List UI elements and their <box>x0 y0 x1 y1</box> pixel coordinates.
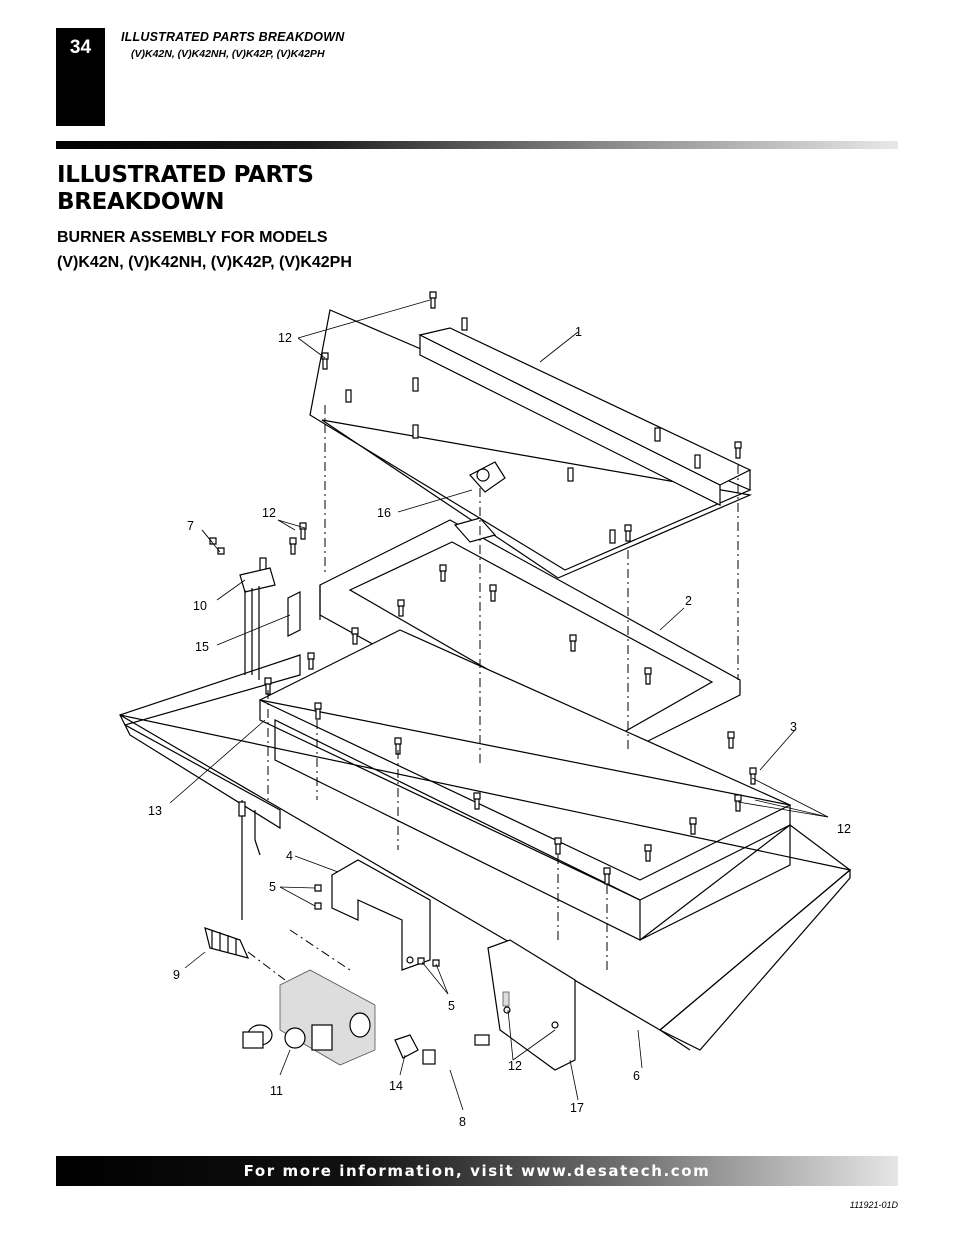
callout-17: 17 <box>570 1101 584 1115</box>
part-10-pilot-assembly <box>239 557 276 680</box>
section-subtitle: BURNER ASSEMBLY FOR MODELS (V)K42N, (V)K… <box>57 225 477 275</box>
callout-12-bottom: 12 <box>508 1059 522 1073</box>
part-4-valve-bracket <box>331 859 431 971</box>
alignment-lines <box>247 405 739 981</box>
part-11-gas-valve <box>242 969 376 1066</box>
callout-12-top: 12 <box>278 331 292 345</box>
callout-8: 8 <box>459 1115 466 1129</box>
callout-4: 4 <box>286 849 293 863</box>
part-1-top-plate <box>309 309 753 579</box>
callout-11: 11 <box>270 1084 283 1098</box>
callout-10: 10 <box>193 599 207 613</box>
page-number-tab: 34 <box>56 28 105 126</box>
callout-16: 16 <box>377 506 391 520</box>
callout-6: 6 <box>633 1069 640 1083</box>
burner-assembly-exploded-diagram: 1 12 16 12 7 2 10 15 3 13 12 4 5 9 5 6 1… <box>119 291 852 1129</box>
document-number: 111921-01D <box>849 1200 898 1210</box>
callout-2: 2 <box>685 594 692 608</box>
part-9-fitting <box>204 927 250 959</box>
callout-1: 1 <box>575 325 582 339</box>
running-header-models: (V)K42N, (V)K42NH, (V)K42P, (V)K42PH <box>131 48 325 60</box>
page-number: 34 <box>69 37 92 58</box>
callout-7: 7 <box>187 519 194 533</box>
callout-12-left: 12 <box>262 506 276 520</box>
header-gradient-rule <box>56 141 898 149</box>
part-14-union <box>394 1034 419 1059</box>
part-15-pilot-bracket <box>287 591 301 637</box>
part-3-burner-tray <box>258 629 792 941</box>
callout-5-left: 5 <box>269 880 276 894</box>
callout-12-right: 12 <box>837 822 851 836</box>
callout-labels: 1 12 16 12 7 2 10 15 3 13 12 4 5 9 5 6 1… <box>148 325 851 1129</box>
part-17-access-panel <box>487 939 576 1071</box>
leader-lines <box>169 299 829 1111</box>
footer-info-text: For more information, visit www.desatech… <box>243 1162 711 1180</box>
callout-14: 14 <box>389 1079 403 1093</box>
subtitle-line-1: BURNER ASSEMBLY FOR MODELS <box>57 229 328 246</box>
subtitle-line-2: (V)K42N, (V)K42NH, (V)K42P, (V)K42PH <box>57 254 352 271</box>
callout-3: 3 <box>790 720 797 734</box>
callout-13: 13 <box>148 804 162 818</box>
footer-bar: For more information, visit www.desatech… <box>56 1156 898 1186</box>
running-header-title: ILLUSTRATED PARTS BREAKDOWN <box>121 30 345 44</box>
screw-set <box>209 291 757 967</box>
section-title: ILLUSTRATED PARTS BREAKDOWN <box>57 162 314 215</box>
callout-9: 9 <box>173 968 180 982</box>
callout-5-right: 5 <box>448 999 455 1013</box>
callout-15: 15 <box>195 640 209 654</box>
part-6-base-pan <box>119 654 852 1051</box>
part-8-gas-tube <box>422 1034 490 1080</box>
part-13-wire-lead <box>238 800 261 920</box>
